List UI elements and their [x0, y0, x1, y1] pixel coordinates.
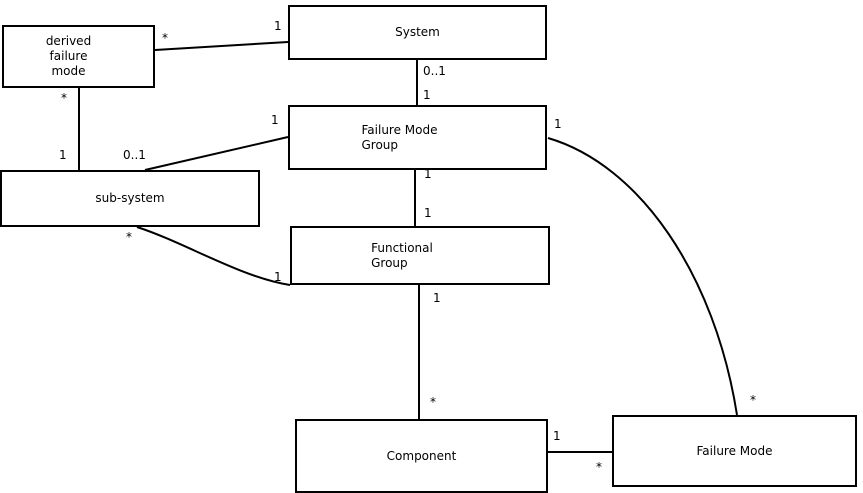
multiplicity-failure-mode-group-to-sub-system: 1: [271, 113, 279, 127]
multiplicity-system-to-derived-failure-mode: 1: [274, 19, 282, 33]
multiplicity-sub-system-to-functional-group: *: [126, 230, 132, 244]
multiplicity-derived-failure-mode-to-system: *: [162, 31, 168, 45]
multiplicity-system-to-failure-mode-group: 0..1: [423, 64, 446, 78]
association-line-derived-failure-mode-system: [154, 41, 289, 51]
multiplicity-failure-mode-group-to-failure-mode: 1: [554, 117, 562, 131]
multiplicity-component-to-failure-mode: 1: [553, 429, 561, 443]
class-label-component: Component: [386, 448, 457, 463]
class-label-failure-mode-group: Failure Mode Group: [361, 122, 438, 152]
class-box-failure-mode[interactable]: Failure Mode: [612, 415, 857, 487]
multiplicity-functional-group-to-failure-mode-group: 1: [424, 206, 432, 220]
multiplicity-failure-mode-group-to-functional-group-top: 1: [424, 167, 432, 181]
class-label-functional-group: Functional Group: [371, 240, 433, 270]
class-box-derived-failure-mode[interactable]: derived failure mode: [2, 25, 155, 88]
multiplicity-failure-mode-to-failure-mode-group: *: [750, 393, 756, 407]
multiplicity-functional-group-to-component: 1: [433, 291, 441, 305]
class-box-sub-system[interactable]: sub-system: [0, 170, 260, 227]
association-line-failure-mode-group-failure-mode: [547, 137, 738, 416]
class-label-sub-system: sub-system: [95, 191, 165, 205]
multiplicity-component-to-functional-group: *: [430, 395, 436, 409]
multiplicity-sub-system-to-failure-mode-group: 0..1: [123, 148, 146, 162]
class-label-derived-failure-mode: derived failure mode: [45, 34, 92, 78]
class-box-system[interactable]: System: [288, 5, 547, 60]
multiplicity-failure-mode-group-to-system: 1: [423, 88, 431, 102]
class-box-functional-group[interactable]: Functional Group: [290, 226, 550, 285]
association-line-sub-system-failure-mode-group: [144, 136, 289, 171]
multiplicity-functional-group-to-sub-system: 1: [274, 270, 282, 284]
association-line-sub-system-functional-group: [136, 226, 291, 286]
class-label-system: System: [395, 25, 440, 39]
multiplicity-sub-system-to-derived-failure-mode: 1: [59, 148, 67, 162]
multiplicity-derived-failure-mode-to-sub-system: *: [61, 91, 67, 105]
multiplicity-failure-mode-to-component: *: [596, 460, 602, 474]
class-label-failure-mode: Failure Mode: [696, 443, 773, 458]
class-box-component[interactable]: Component: [295, 419, 548, 493]
class-box-failure-mode-group[interactable]: Failure Mode Group: [288, 105, 547, 170]
